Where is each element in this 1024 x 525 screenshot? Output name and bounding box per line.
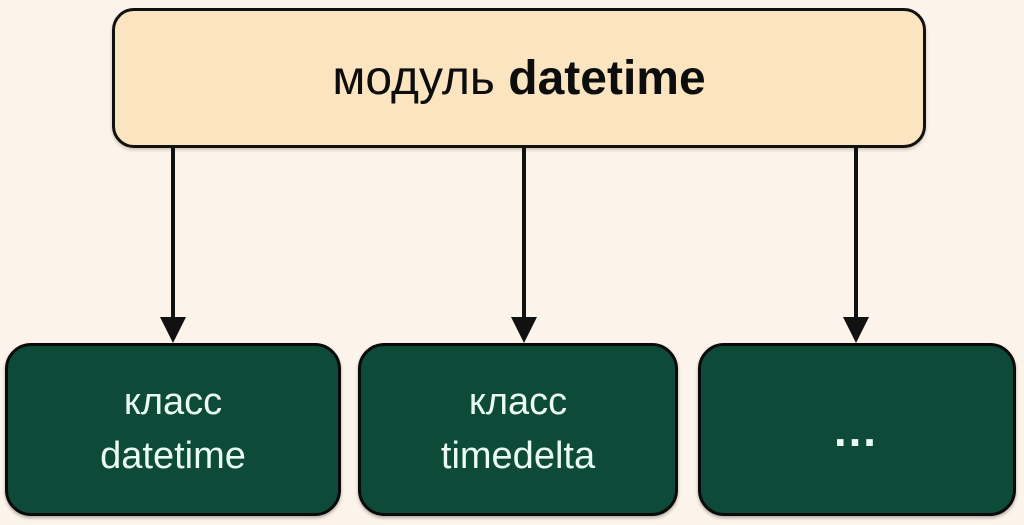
connector-line [171,148,175,317]
module-datetime-node: модуль datetime [112,8,926,148]
class-datetime-label-line2: datetime [100,434,246,477]
class-other-node: … [698,343,1016,516]
ellipsis-label: … [832,403,882,456]
connector-arrow-timedelta [511,148,537,343]
class-timedelta-label-line1: класс [468,380,568,423]
connector-line [522,148,526,317]
connector-arrow-ellipsis [843,148,869,343]
class-datetime-label-line1: класс [123,380,223,423]
class-datetime-node: класс datetime [5,343,341,516]
module-datetime-label: модуль datetime [332,51,705,106]
arrowhead-icon [843,317,869,343]
connector-line [854,148,858,317]
arrowhead-icon [511,317,537,343]
arrowhead-icon [160,317,186,343]
class-timedelta-label-line2: timedelta [440,434,596,477]
class-timedelta-node: класс timedelta [358,343,678,516]
module-label-prefix: модуль [332,51,509,105]
module-label-name: datetime [508,51,706,105]
connector-arrow-datetime [160,148,186,343]
